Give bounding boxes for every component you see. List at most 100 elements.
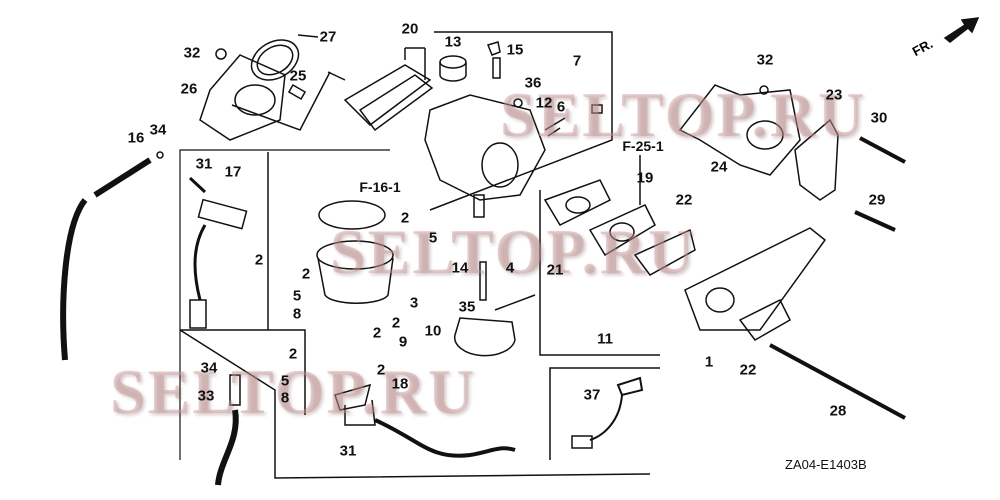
callout: 5 [428, 229, 438, 247]
part-7-clip [591, 104, 603, 114]
hose [215, 409, 239, 486]
callout: 19 [636, 169, 654, 187]
carburetor-drain [473, 194, 485, 218]
callout: 4 [505, 259, 515, 277]
callout: 36 [524, 74, 542, 92]
callout: 2 [400, 209, 410, 227]
part-20-gasket [343, 64, 432, 126]
float-bowl-rim [316, 240, 394, 270]
callout: 20 [401, 20, 419, 38]
callout: 1 [704, 353, 714, 371]
float-pin [494, 294, 536, 311]
part-34-clip [156, 151, 164, 159]
frame-line [549, 367, 660, 460]
part-6-screw [544, 117, 566, 137]
reference-f-25-1: F-25-1 [622, 138, 664, 154]
part-17-solenoid [197, 198, 248, 230]
part-17-wire [193, 224, 207, 301]
callout: 27 [319, 28, 337, 46]
reference-f-16-1: F-16-1 [359, 179, 401, 195]
callout: 2 [254, 251, 264, 269]
part-12-screw [513, 98, 523, 108]
diagram-code: ZA04-E1403B [785, 457, 867, 472]
callout: 15 [506, 41, 524, 59]
callout: 8 [280, 389, 290, 407]
callout: 30 [870, 109, 888, 127]
callout: 21 [546, 261, 564, 279]
part-17-connector [189, 299, 207, 329]
callout: 2 [301, 265, 311, 283]
part-27-seal [250, 39, 300, 81]
callout: 22 [675, 191, 693, 209]
callout: 10 [424, 322, 442, 340]
callout: 35 [458, 298, 476, 316]
callout: 34 [200, 359, 218, 377]
part-22-gasket [633, 228, 696, 276]
callout: 32 [183, 44, 201, 62]
part-20-gasket [358, 74, 434, 132]
callout: 32 [756, 51, 774, 69]
part-32-nut-right [759, 85, 769, 95]
callout: 22 [739, 361, 757, 379]
callout: 23 [825, 86, 843, 104]
frame-line [180, 329, 306, 415]
callout: 2 [372, 324, 382, 342]
callout: 3 [409, 294, 419, 312]
part-26-bore [234, 84, 276, 116]
frame-line [179, 329, 651, 479]
float [453, 317, 516, 357]
callout: 13 [444, 33, 462, 51]
callout: 6 [556, 98, 566, 116]
callout: 2 [391, 314, 401, 332]
callout: 25 [289, 67, 307, 85]
part-18-solenoid-flange [334, 383, 372, 411]
part-31-bolt [188, 176, 207, 194]
carburetor-body [424, 94, 546, 201]
part-32-nut [215, 48, 227, 60]
callout: 17 [224, 163, 242, 181]
callout: 33 [197, 387, 215, 405]
part-27-seal-inner [256, 44, 294, 76]
part-37-connector [571, 435, 593, 449]
part-23-gasket [794, 118, 839, 201]
callout: 37 [583, 386, 601, 404]
part-30-stud [859, 136, 906, 164]
float-bowl [317, 257, 394, 304]
watermark: SELTOP.RU [110, 356, 477, 427]
part-29-stud [854, 210, 896, 232]
leader [327, 71, 346, 81]
group-frame-carb [429, 31, 613, 211]
callout: 31 [195, 155, 213, 173]
callout: 2 [288, 345, 298, 363]
part-2-oring [318, 200, 386, 230]
part-24-manifold [678, 84, 801, 176]
part-25-pin [287, 84, 307, 100]
part-33-hose [229, 374, 241, 406]
callout: 2 [376, 361, 386, 379]
callout: 26 [180, 80, 198, 98]
part-13-cap [439, 55, 467, 69]
part-18-wire [374, 418, 516, 458]
callout: 14 [451, 259, 469, 277]
part-15-screw [486, 41, 501, 79]
part-14-tube [479, 261, 487, 301]
callout: 28 [829, 402, 847, 420]
part-16-hose [60, 157, 152, 361]
front-arrow-icon [943, 17, 980, 43]
watermark: SELTOP.RU [330, 216, 697, 287]
part-1-plate [684, 227, 827, 331]
part-21-gasket [543, 179, 612, 226]
callout: 9 [398, 333, 408, 351]
callout: 34 [149, 121, 167, 139]
callout: 5 [280, 372, 290, 390]
callout: 16 [127, 129, 145, 147]
part-26-elbow [199, 54, 286, 141]
group-frame-left [179, 149, 390, 460]
callout: 7 [572, 52, 582, 70]
callout: 18 [391, 375, 409, 393]
callout: 31 [339, 442, 357, 460]
part-18-solenoid [344, 399, 376, 426]
part-22-gasket-lower [738, 298, 791, 341]
carburetor-bore [481, 142, 519, 188]
